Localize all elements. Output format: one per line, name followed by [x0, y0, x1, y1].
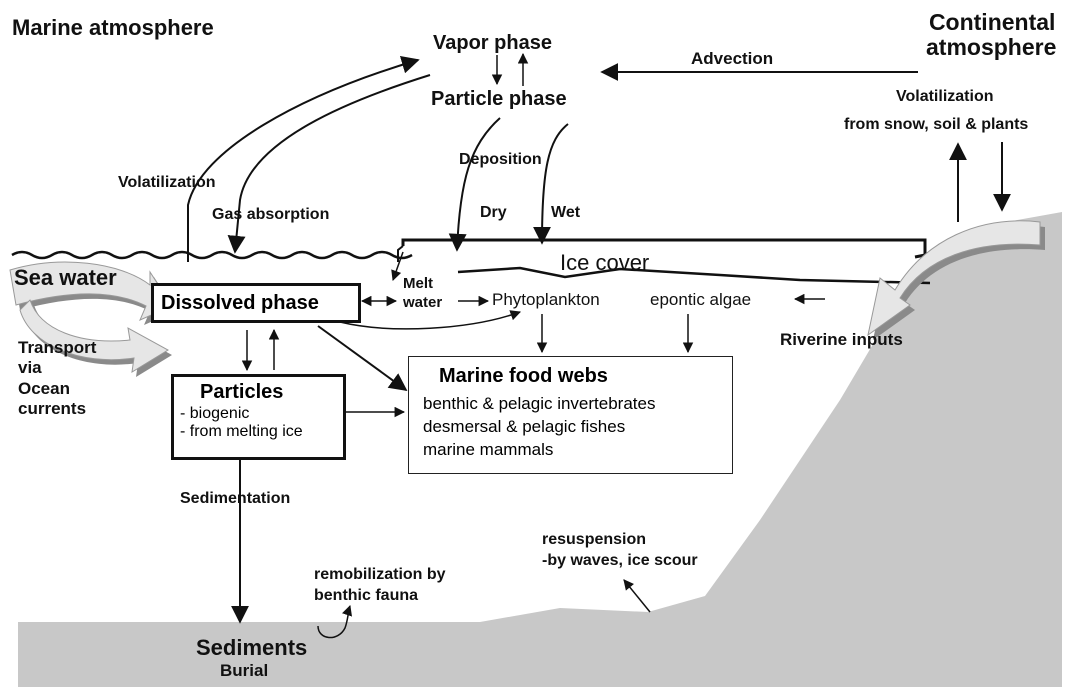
melt-water-line1: Melt: [403, 275, 442, 294]
sea-surface-wave: [12, 252, 412, 258]
transport-line2: via: [18, 358, 96, 378]
land-volatilization-line1: Volatilization: [896, 88, 1028, 106]
particles-box: Particles - biogenic - from melting ice: [171, 374, 346, 460]
food-webs-item-fishes: desmersal & pelagic fishes: [423, 417, 732, 437]
dry-label: Dry: [480, 204, 507, 222]
food-webs-title: Marine food webs: [439, 365, 732, 388]
remobilization-label: remobilization by benthic fauna: [314, 565, 446, 607]
dissolved-phase-box: Dissolved phase: [151, 283, 361, 323]
continental-atmosphere-label: Continental atmosphere: [928, 10, 1056, 61]
burial-label: Burial: [220, 662, 268, 681]
melt-water-label: Melt water: [403, 275, 442, 313]
deposition-wet-arrow: [542, 124, 568, 243]
riverine-inputs-label: Riverine inputs: [780, 331, 903, 350]
vapor-phase-label: Vapor phase: [433, 32, 552, 54]
gas-absorption-label: Gas absorption: [212, 206, 329, 224]
particles-title: Particles: [200, 381, 343, 404]
ice-cover-bottom: [458, 268, 930, 283]
ice-cover-top: [403, 240, 925, 257]
food-webs-item-invertebrates: benthic & pelagic invertebrates: [423, 394, 732, 414]
sedimentation-label: Sedimentation: [180, 490, 290, 508]
sediments-label: Sediments: [196, 636, 307, 660]
transport-line1: Transport: [18, 338, 96, 358]
marine-atmosphere-label: Marine atmosphere: [12, 16, 214, 40]
deposition-label: Deposition: [459, 151, 542, 169]
dissolved-to-phyto-arrow: [340, 312, 520, 329]
land-volatilization-label: Volatilization from snow, soil & plants: [844, 88, 1028, 133]
transport-line4: currents: [18, 399, 96, 419]
transport-line3: Ocean: [18, 379, 96, 399]
gas-absorption-arrow: [235, 75, 430, 252]
particle-phase-label: Particle phase: [431, 88, 567, 110]
sea-water-label: Sea water: [14, 266, 117, 290]
volatilization-label: Volatilization: [118, 174, 215, 192]
food-webs-item-mammals: marine mammals: [423, 440, 732, 460]
particles-item-melting-ice: - from melting ice: [180, 423, 343, 441]
resuspension-arrow: [624, 580, 650, 612]
wet-label: Wet: [551, 204, 580, 222]
land-volatilization-line2: from snow, soil & plants: [844, 116, 1028, 134]
marine-food-webs-box: Marine food webs benthic & pelagic inver…: [408, 356, 733, 474]
ice-cover-label: Ice cover: [560, 251, 649, 275]
epontic-algae-label: epontic algae: [650, 291, 751, 310]
continental-line1: Continental: [928, 10, 1056, 35]
advection-label: Advection: [691, 50, 773, 69]
melt-water-line2: water: [403, 294, 442, 313]
deposition-dry-arrow: [457, 118, 500, 250]
dissolved-phase-label: Dissolved phase: [161, 292, 319, 314]
resuspension-line1: resuspension: [542, 530, 698, 551]
remobilization-line1: remobilization by: [314, 565, 446, 586]
resuspension-label: resuspension -by waves, ice scour: [542, 530, 698, 572]
remobilization-line2: benthic fauna: [314, 586, 446, 607]
continental-line2: atmosphere: [926, 35, 1056, 60]
resuspension-line2: -by waves, ice scour: [542, 551, 698, 572]
phytoplankton-label: Phytoplankton: [492, 291, 600, 310]
particles-item-biogenic: - biogenic: [180, 405, 343, 423]
transport-label: Transport via Ocean currents: [18, 338, 96, 420]
